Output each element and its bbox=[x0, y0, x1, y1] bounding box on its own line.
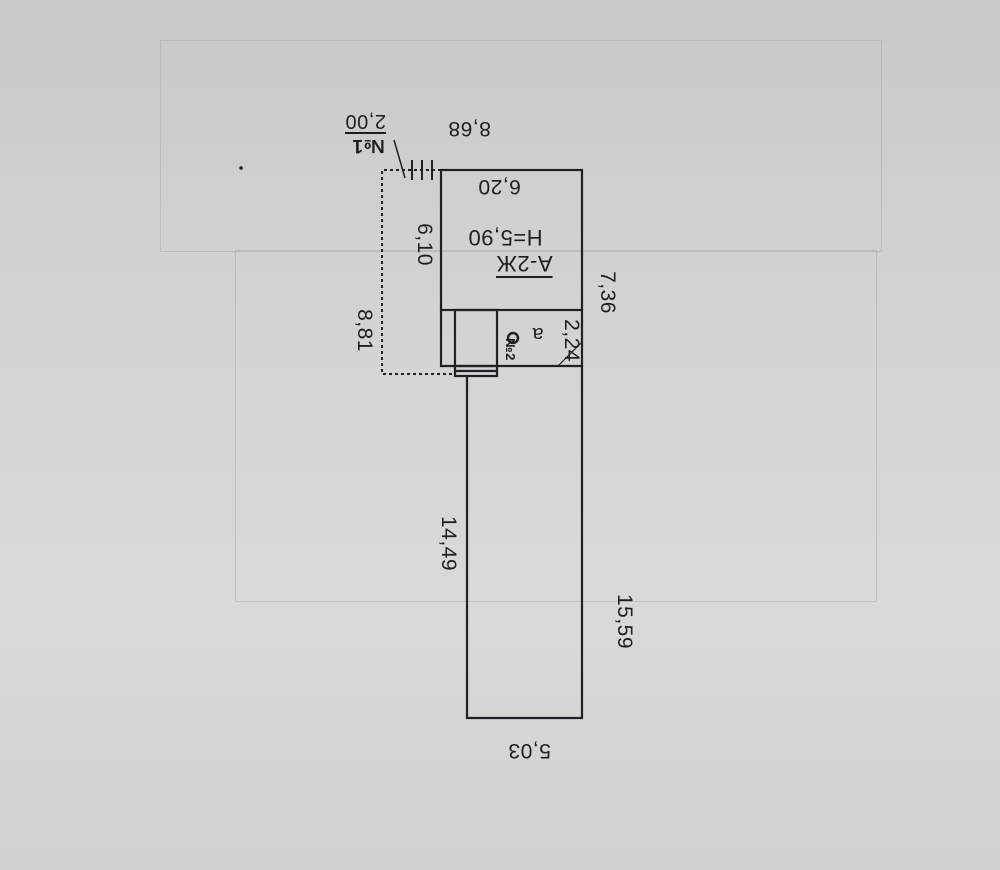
point-no1-label: №1 bbox=[352, 135, 385, 156]
point-no1-leader bbox=[393, 139, 406, 179]
dim-inner-2-24: 2,24 bbox=[559, 319, 583, 362]
dim-top-8-68: 8,68 bbox=[448, 117, 491, 140]
faded-frame-2 bbox=[235, 250, 877, 602]
dim-top-6-20: 6,20 bbox=[478, 175, 521, 198]
annex-hatch-line bbox=[557, 341, 583, 367]
dim-right-7-36: 7,36 bbox=[595, 271, 619, 314]
point-no2-label: №2 bbox=[502, 338, 518, 361]
porch-outline bbox=[453, 308, 499, 378]
faded-frame-1 bbox=[160, 40, 882, 252]
building-code: А-2Ж bbox=[496, 251, 553, 276]
annex-outline bbox=[439, 310, 584, 368]
lot-boundary-dashed-left bbox=[381, 169, 455, 375]
building-height: Н=5,90 bbox=[468, 225, 543, 250]
dim-left-8-81: 8,81 bbox=[352, 309, 376, 352]
annex-letter: а bbox=[532, 323, 544, 345]
lot-boundary-solid bbox=[465, 366, 584, 720]
fence-ticks bbox=[393, 139, 433, 180]
dim-left-6-10: 6,10 bbox=[412, 223, 436, 266]
main-building-outline bbox=[439, 168, 584, 312]
dim-bottom-5-03: 5,03 bbox=[508, 739, 551, 762]
dim-left-14-49: 14,49 bbox=[437, 515, 461, 572]
ink-dot bbox=[239, 166, 243, 170]
point-no1-value: 2,00 bbox=[345, 110, 386, 132]
point-no2-marker bbox=[506, 331, 520, 345]
dim-right-15-59: 15,59 bbox=[613, 593, 637, 650]
